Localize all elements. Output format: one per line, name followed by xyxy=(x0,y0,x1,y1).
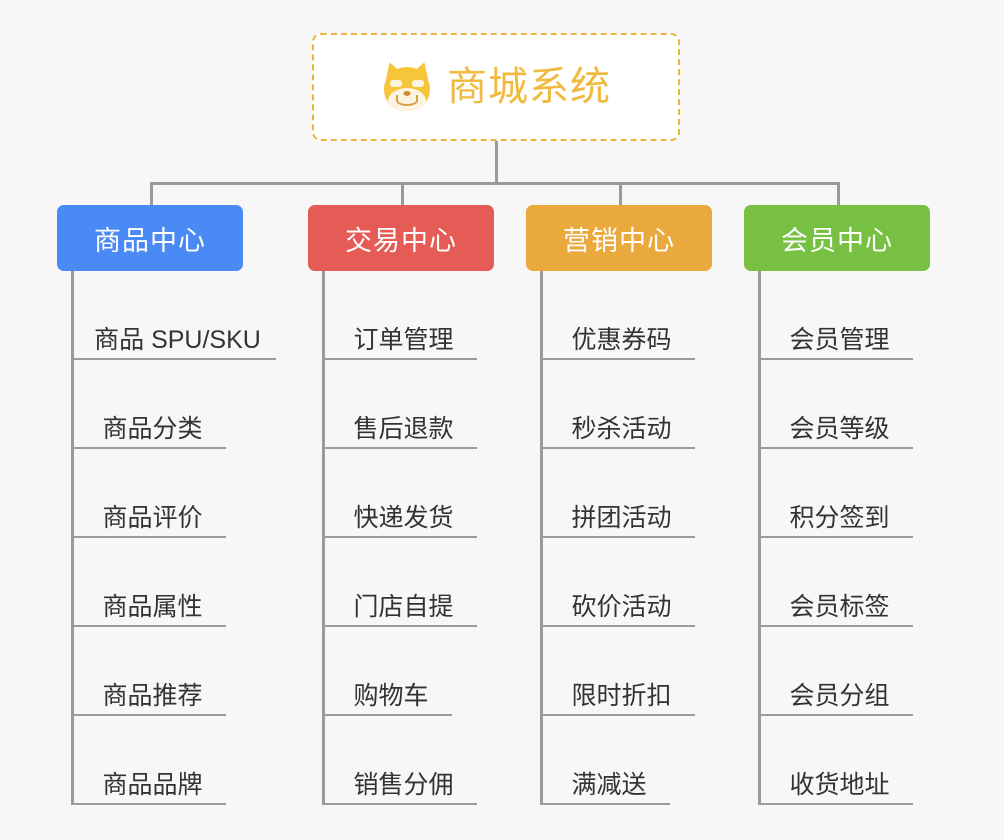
category-label-3: 营销中心 xyxy=(563,225,675,256)
leaf-item[interactable]: 订单管理 xyxy=(322,271,477,360)
leaf-item[interactable]: 满减送 xyxy=(540,716,670,805)
root-title: 商城系统 xyxy=(447,65,611,109)
drop-line-1 xyxy=(150,182,153,207)
root-stem-line xyxy=(495,141,498,184)
leaf-label: 砍价活动 xyxy=(571,593,672,622)
leaf-item[interactable]: 会员分组 xyxy=(758,627,913,716)
leaf-item[interactable]: 限时折扣 xyxy=(540,627,695,716)
category-bus-line xyxy=(151,182,839,185)
leaf-item[interactable]: 销售分佣 xyxy=(322,716,477,805)
category-label-1: 商品中心 xyxy=(94,225,206,256)
leaf-item[interactable]: 门店自提 xyxy=(322,538,477,627)
leaf-item[interactable]: 商品推荐 xyxy=(71,627,226,716)
leaf-label: 积分签到 xyxy=(789,504,890,533)
leaf-label: 商品属性 xyxy=(102,593,203,622)
leaf-item[interactable]: 商品分类 xyxy=(71,360,226,449)
branch-trunk-1 xyxy=(71,271,74,805)
drop-line-4 xyxy=(837,182,840,207)
category-box-1[interactable]: 商品中心 xyxy=(57,205,243,271)
branch-trunk-2 xyxy=(322,271,325,805)
leaf-label: 会员分组 xyxy=(789,682,890,711)
leaf-label: 购物车 xyxy=(353,682,429,711)
leaf-label: 售后退款 xyxy=(353,415,454,444)
leaf-item[interactable]: 砍价活动 xyxy=(540,538,695,627)
leaf-item[interactable]: 秒杀活动 xyxy=(540,360,695,449)
leaf-item[interactable]: 收货地址 xyxy=(758,716,913,805)
leaf-label: 商品评价 xyxy=(102,504,203,533)
category-box-2[interactable]: 交易中心 xyxy=(308,205,494,271)
shiba-inu-icon xyxy=(381,59,433,113)
leaf-label: 限时折扣 xyxy=(571,682,672,711)
category-label-4: 会员中心 xyxy=(781,225,893,256)
leaf-item[interactable]: 优惠券码 xyxy=(540,271,695,360)
leaf-item[interactable]: 商品 SPU/SKU xyxy=(71,271,276,360)
leaf-item[interactable]: 会员标签 xyxy=(758,538,913,627)
leaf-label: 会员等级 xyxy=(789,415,890,444)
branch-trunk-3 xyxy=(540,271,543,805)
leaf-label: 收货地址 xyxy=(789,771,890,800)
category-label-2: 交易中心 xyxy=(345,225,457,256)
leaf-label: 会员标签 xyxy=(789,593,890,622)
leaf-item[interactable]: 商品属性 xyxy=(71,538,226,627)
leaf-label: 商品 SPU/SKU xyxy=(94,326,261,355)
leaf-item[interactable]: 快递发货 xyxy=(322,449,477,538)
leaf-item[interactable]: 拼团活动 xyxy=(540,449,695,538)
leaf-item[interactable]: 购物车 xyxy=(322,627,452,716)
leaf-item[interactable]: 售后退款 xyxy=(322,360,477,449)
leaf-label: 满减送 xyxy=(571,771,647,800)
category-box-4[interactable]: 会员中心 xyxy=(744,205,930,271)
leaf-label: 会员管理 xyxy=(789,326,890,355)
leaf-label: 商品推荐 xyxy=(102,682,203,711)
leaf-label: 商品分类 xyxy=(102,415,203,444)
leaf-label: 销售分佣 xyxy=(353,771,454,800)
drop-line-3 xyxy=(619,182,622,207)
root-node[interactable]: 商城系统 xyxy=(312,33,680,141)
leaf-item[interactable]: 商品品牌 xyxy=(71,716,226,805)
drop-line-2 xyxy=(401,182,404,207)
leaf-label: 订单管理 xyxy=(353,326,454,355)
leaf-item[interactable]: 积分签到 xyxy=(758,449,913,538)
leaf-label: 拼团活动 xyxy=(571,504,672,533)
category-box-3[interactable]: 营销中心 xyxy=(526,205,712,271)
leaf-item[interactable]: 商品评价 xyxy=(71,449,226,538)
leaf-label: 快递发货 xyxy=(353,504,454,533)
leaf-label: 优惠券码 xyxy=(571,326,672,355)
leaf-label: 门店自提 xyxy=(353,593,454,622)
leaf-item[interactable]: 会员等级 xyxy=(758,360,913,449)
leaf-item[interactable]: 会员管理 xyxy=(758,271,913,360)
leaf-label: 商品品牌 xyxy=(102,771,203,800)
leaf-label: 秒杀活动 xyxy=(571,415,672,444)
branch-trunk-4 xyxy=(758,271,761,805)
